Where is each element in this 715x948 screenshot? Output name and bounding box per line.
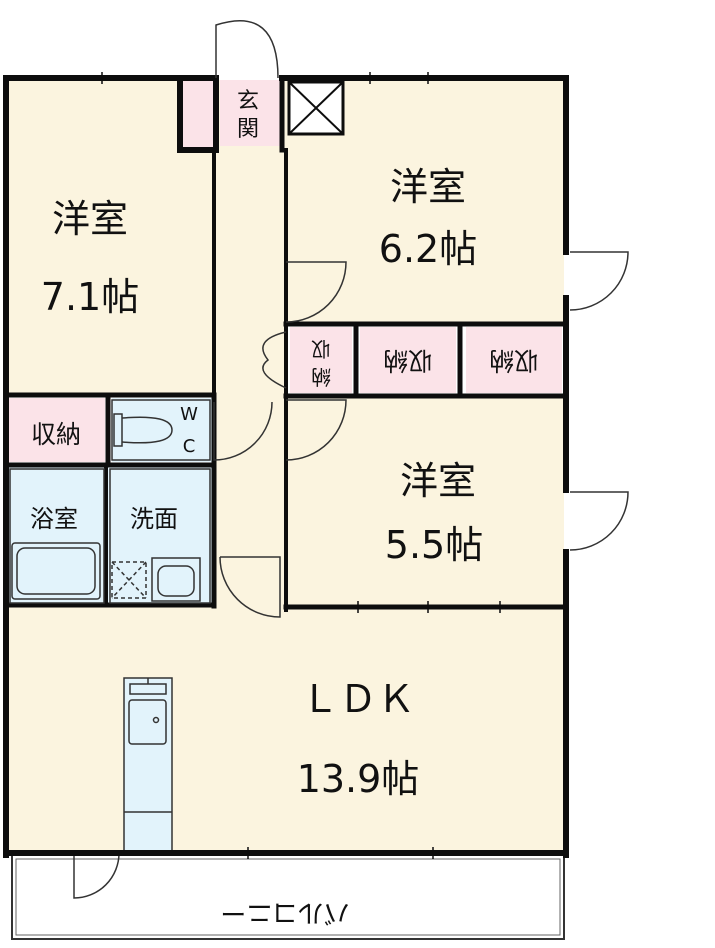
kitchen-counter (124, 678, 172, 813)
room-name-top: 洋室 (390, 165, 466, 209)
window-door-top (569, 251, 629, 311)
room-labels: 洋室 7.1帖 洋室 6.2帖 洋室 5.5帖 ＬＤＫ 13.9帖 玄 関 収納… (30, 89, 539, 927)
closet-mid-fill (360, 327, 456, 393)
closet-small-fill (290, 327, 352, 393)
floor-fills (8, 80, 564, 853)
window-door-mid (569, 491, 629, 551)
door-toilet (213, 401, 273, 461)
kitchen-fill (123, 677, 173, 852)
door-mid-room (285, 399, 347, 461)
room-name-mid: 洋室 (400, 459, 476, 503)
closet-mid-label: 収納 (383, 346, 433, 375)
entrance-label-2: 関 (237, 117, 259, 142)
washbasin (111, 557, 201, 602)
closet-right-label: 収納 (489, 346, 539, 375)
wash-fill (108, 467, 212, 605)
toilet-fixture (113, 413, 173, 447)
entrance-fill (220, 80, 282, 146)
toilet-label-1: W (180, 404, 198, 425)
walls (3, 75, 569, 858)
balcony-label: バルコニー (220, 897, 349, 927)
doors (213, 20, 629, 618)
ldk-size: 13.9帖 (297, 757, 420, 801)
closet-fold-door (262, 331, 287, 389)
window-marks (101, 72, 501, 859)
closet-left-label: 収納 (31, 420, 81, 449)
toilet-label-2: C (183, 436, 196, 457)
washroom-label: 洗面 (130, 505, 178, 533)
entrance-door (215, 20, 279, 79)
room-size-top: 6.2帖 (379, 227, 477, 271)
toilet-fill (112, 398, 212, 462)
closet-left-fill (8, 398, 105, 462)
shoe-cabinet (287, 80, 345, 136)
room-name-left: 洋室 (52, 197, 128, 241)
ldk-name: ＬＤＫ (301, 677, 415, 721)
closet-small-label-2: 納 (311, 365, 331, 389)
closet-small-label-1: 収 (311, 337, 331, 361)
door-hall-ldk (219, 556, 281, 618)
balcony-door-swing (73, 852, 120, 899)
entry-step-fill (180, 80, 216, 148)
bathroom-label: 浴室 (30, 505, 78, 533)
ldk-floor (8, 605, 564, 853)
wet-area-outlines (9, 399, 211, 604)
room-size-mid: 5.5帖 (385, 523, 483, 567)
room-size-left: 7.1帖 (41, 275, 139, 319)
closet-right-fill (466, 327, 562, 393)
bath-fill (8, 467, 104, 605)
room-floor-mid (286, 395, 564, 605)
door-top-room (285, 261, 347, 323)
hall-floor (213, 80, 286, 605)
entrance-label-1: 玄 (237, 89, 259, 114)
bathtub (11, 542, 101, 600)
